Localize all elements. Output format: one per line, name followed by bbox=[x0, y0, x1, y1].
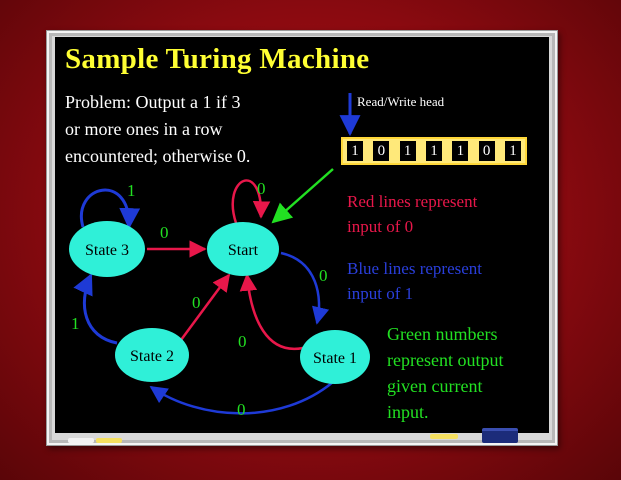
state-label-state2: State 2 bbox=[130, 348, 174, 365]
legend-line: Green numbers bbox=[387, 324, 498, 344]
legend-red-lines: Red lines represent input of 0 bbox=[347, 189, 477, 239]
output-label: 1 bbox=[127, 181, 136, 200]
output-label: 0 bbox=[319, 266, 328, 285]
input-tape: 1 0 1 1 1 0 1 bbox=[341, 137, 527, 165]
tape-cell: 1 bbox=[504, 141, 521, 161]
tape-cell: 1 bbox=[399, 141, 416, 161]
output-label: 0 bbox=[238, 332, 247, 351]
legend-line: input of 1 bbox=[347, 284, 414, 303]
output-label: 0 bbox=[257, 179, 266, 198]
output-label: 1 bbox=[71, 314, 80, 333]
legend-line: represent output bbox=[387, 350, 504, 370]
legend-line: input of 0 bbox=[347, 217, 414, 236]
state-diagram: 0 1 0 0 0 0 1 0 Start State 3 State 2 St… bbox=[69, 93, 370, 419]
state-label-state1: State 1 bbox=[313, 350, 357, 367]
edge-state1-to-state2 bbox=[149, 381, 334, 415]
tape-to-start-pointer bbox=[271, 168, 334, 224]
edge-state3-self-loop bbox=[79, 188, 141, 230]
state-label-state3: State 3 bbox=[85, 242, 129, 259]
state-node-state3 bbox=[69, 221, 145, 277]
read-write-head-label: Read/Write head bbox=[357, 94, 445, 109]
chalk-piece bbox=[96, 438, 122, 443]
state-node-state1 bbox=[300, 330, 370, 384]
chalk-piece bbox=[68, 438, 94, 443]
tape-cell: 0 bbox=[478, 141, 495, 161]
legend-blue-lines: Blue lines represent input of 1 bbox=[347, 256, 482, 306]
legend-line: given current bbox=[387, 376, 483, 396]
edge-state2-to-start bbox=[179, 273, 231, 341]
tape-cell: 1 bbox=[425, 141, 442, 161]
legend-green-numbers: Green numbers represent output given cur… bbox=[387, 321, 503, 425]
legend-line: Red lines represent bbox=[347, 192, 478, 211]
output-label: 0 bbox=[192, 293, 201, 312]
output-label: 0 bbox=[160, 223, 169, 242]
problem-line: Problem: Output a 1 if 3 bbox=[65, 92, 241, 112]
legend-line: Blue lines represent bbox=[347, 259, 483, 278]
edge-state2-to-state3 bbox=[73, 273, 118, 345]
state-node-start bbox=[207, 222, 279, 276]
state-node-state2 bbox=[115, 328, 189, 382]
chalk-piece bbox=[430, 434, 458, 439]
tape-cell: 1 bbox=[452, 141, 469, 161]
edge-start-self-loop bbox=[231, 179, 271, 224]
edge-state1-to-start bbox=[239, 273, 304, 351]
problem-line: encountered; otherwise 0. bbox=[65, 146, 251, 166]
problem-line: or more ones in a row bbox=[65, 119, 223, 139]
slide-title: Sample Turing Machine bbox=[65, 43, 370, 75]
output-label: 0 bbox=[237, 400, 246, 419]
tape-cell: 0 bbox=[373, 141, 390, 161]
tape-cell: 1 bbox=[347, 141, 363, 161]
edge-start-to-state1 bbox=[280, 251, 330, 325]
legend-line: input. bbox=[387, 402, 429, 422]
state-label-start: Start bbox=[228, 242, 259, 259]
chalkboard: Sample Turing Machine Problem: Output a … bbox=[55, 37, 549, 433]
eraser-icon bbox=[482, 428, 518, 443]
problem-statement: Problem: Output a 1 if 3 or more ones in… bbox=[65, 89, 325, 170]
